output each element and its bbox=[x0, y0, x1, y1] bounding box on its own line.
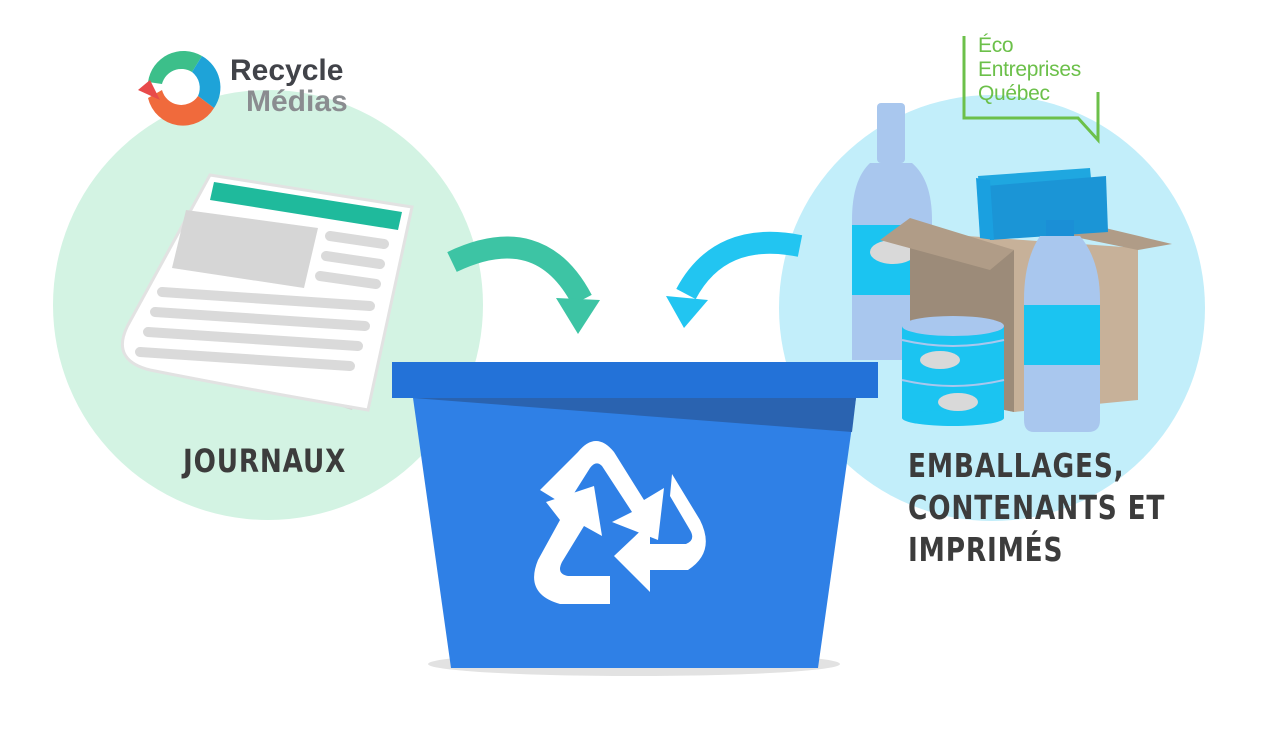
packaging-illustration bbox=[852, 103, 1172, 432]
eco-entreprises-line2: Entreprises bbox=[978, 58, 1081, 81]
emballages-line1: EMBALLAGES, bbox=[908, 446, 1125, 485]
recycle-medias-line2: Médias bbox=[246, 85, 348, 118]
recycle-medias-logo: Recycle Médias bbox=[230, 55, 348, 117]
emballages-label: EMBALLAGES, CONTENANTS ET IMPRIMÉS bbox=[908, 445, 1165, 571]
eco-entreprises-line1: Éco bbox=[978, 34, 1014, 57]
recycling-bin-icon bbox=[392, 362, 878, 676]
eco-entreprises-logo: Éco Entreprises Québec bbox=[978, 34, 1081, 106]
emballages-line3: IMPRIMÉS bbox=[908, 530, 1064, 569]
emballages-line2: CONTENANTS ET bbox=[908, 488, 1166, 527]
plastic-bottle-icon bbox=[1024, 220, 1100, 432]
eco-entreprises-line3: Québec bbox=[978, 82, 1050, 105]
journaux-label: JOURNAUX bbox=[183, 442, 347, 480]
can-icon bbox=[901, 316, 1005, 426]
recycle-medias-line1: Recycle bbox=[230, 54, 344, 87]
recycle-symbol-icon bbox=[534, 441, 706, 604]
newspaper-icon bbox=[120, 173, 414, 412]
recycle-medias-logo-icon bbox=[138, 50, 221, 126]
books-icon bbox=[976, 168, 1108, 240]
right-arrow bbox=[666, 231, 803, 328]
eco-entreprises-bracket bbox=[962, 36, 1100, 144]
left-arrow bbox=[447, 236, 600, 334]
